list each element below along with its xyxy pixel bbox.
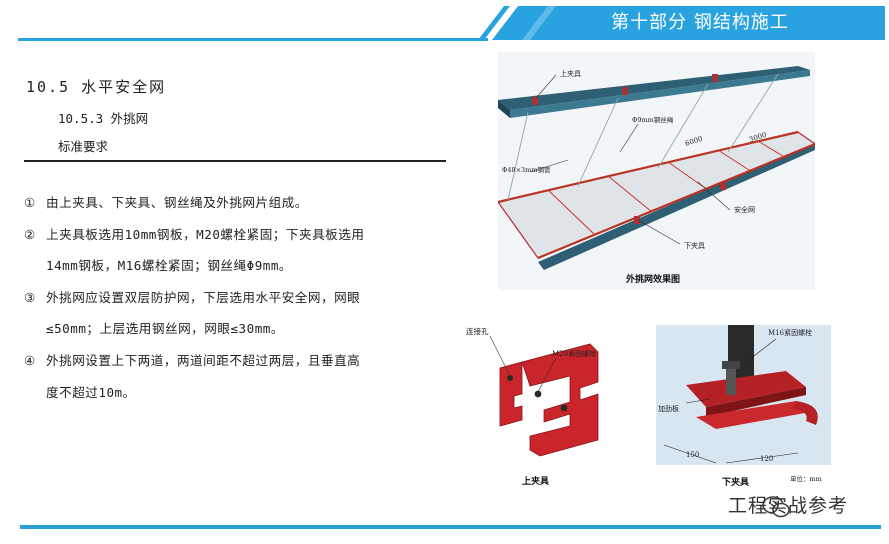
wechat-icon bbox=[762, 496, 790, 518]
label-pipe: Φ48×3mm钢管 bbox=[502, 165, 551, 174]
label-bolt-m16: M16紧固螺栓 bbox=[768, 328, 812, 337]
header-rule bbox=[18, 38, 488, 41]
item-text: 度不超过10m。 bbox=[46, 384, 136, 400]
item-text: ≤50mm；上层选用钢丝网，网眼≤30mm。 bbox=[46, 321, 284, 337]
label-rope: Φ9mm钢丝绳 bbox=[632, 115, 674, 124]
header-banner bbox=[478, 6, 885, 40]
label-hole: 连接孔 bbox=[466, 326, 489, 336]
item-number: ② bbox=[24, 226, 36, 242]
label-dim-150: 150 bbox=[686, 451, 699, 459]
section-heading: 10.5 水平安全网 bbox=[26, 78, 167, 96]
section-divider bbox=[24, 160, 446, 162]
watermark-text: 工程实战参考 bbox=[728, 495, 849, 517]
item-text: 由上夹具、下夹具、钢丝绳及外挑网片组成。 bbox=[46, 195, 308, 210]
item-text: 上夹具板选用10mm钢板，M20螺栓紧固；下夹具板选用 bbox=[46, 226, 365, 242]
page-title: 第十部分 钢结构施工 bbox=[611, 12, 789, 33]
lower-clamp-caption: 下夹具 bbox=[722, 476, 749, 488]
requirements-list: ① 由上夹具、下夹具、钢丝绳及外挑网片组成。 ② 上夹具板选用10mm钢板，M2… bbox=[24, 187, 448, 408]
list-item: ③ 外挑网应设置双层防护网，下层选用水平安全网，网眼 ≤50mm；上层选用钢丝网… bbox=[24, 282, 448, 345]
item-number: ① bbox=[24, 195, 36, 210]
label-upper-clamp: 上夹具 bbox=[560, 69, 581, 78]
section-subheading: 10.5.3 外挑网 bbox=[58, 111, 149, 126]
footer-rule bbox=[20, 525, 881, 529]
label-unit: 单位：mm bbox=[790, 474, 822, 483]
section-label: 标准要求 bbox=[58, 139, 109, 154]
upper-clamp-caption: 上夹具 bbox=[522, 475, 549, 487]
figure-caption: 外挑网效果图 bbox=[625, 273, 680, 285]
label-dim-120: 120 bbox=[760, 455, 773, 463]
outrigger-net-figure: 上夹具 Φ9mm钢丝绳 Φ48×3mm钢管 6000 3000 安全网 下夹具 … bbox=[498, 52, 815, 290]
label-rib: 加劲板 bbox=[658, 404, 679, 413]
lower-clamp-figure: M16紧固螺栓 加劲板 150 120 单位：mm 下夹具 bbox=[656, 325, 831, 488]
label-safety-net: 安全网 bbox=[734, 205, 755, 214]
item-text: 外挑网应设置双层防护网，下层选用水平安全网，网眼 bbox=[46, 289, 361, 305]
list-item: ④ 外挑网设置上下两道，两道间距不超过两层，且垂直高 度不超过10m。 bbox=[24, 345, 448, 408]
upper-clamp-figure: 连接孔 M20紧固螺栓 上夹具 bbox=[460, 322, 610, 494]
list-item: ② 上夹具板选用10mm钢板，M20螺栓紧固；下夹具板选用 14mm钢板，M16… bbox=[24, 219, 448, 282]
list-item: ① 由上夹具、下夹具、钢丝绳及外挑网片组成。 bbox=[24, 187, 448, 219]
item-number: ④ bbox=[24, 352, 36, 368]
item-text: 14mm钢板，M16螺栓紧固；钢丝绳Φ9mm。 bbox=[46, 258, 293, 274]
label-lower-clamp: 下夹具 bbox=[684, 241, 705, 250]
label-bolt-m20: M20紧固螺栓 bbox=[552, 349, 596, 358]
item-number: ③ bbox=[24, 289, 36, 305]
item-text: 外挑网设置上下两道，两道间距不超过两层，且垂直高 bbox=[46, 352, 361, 368]
